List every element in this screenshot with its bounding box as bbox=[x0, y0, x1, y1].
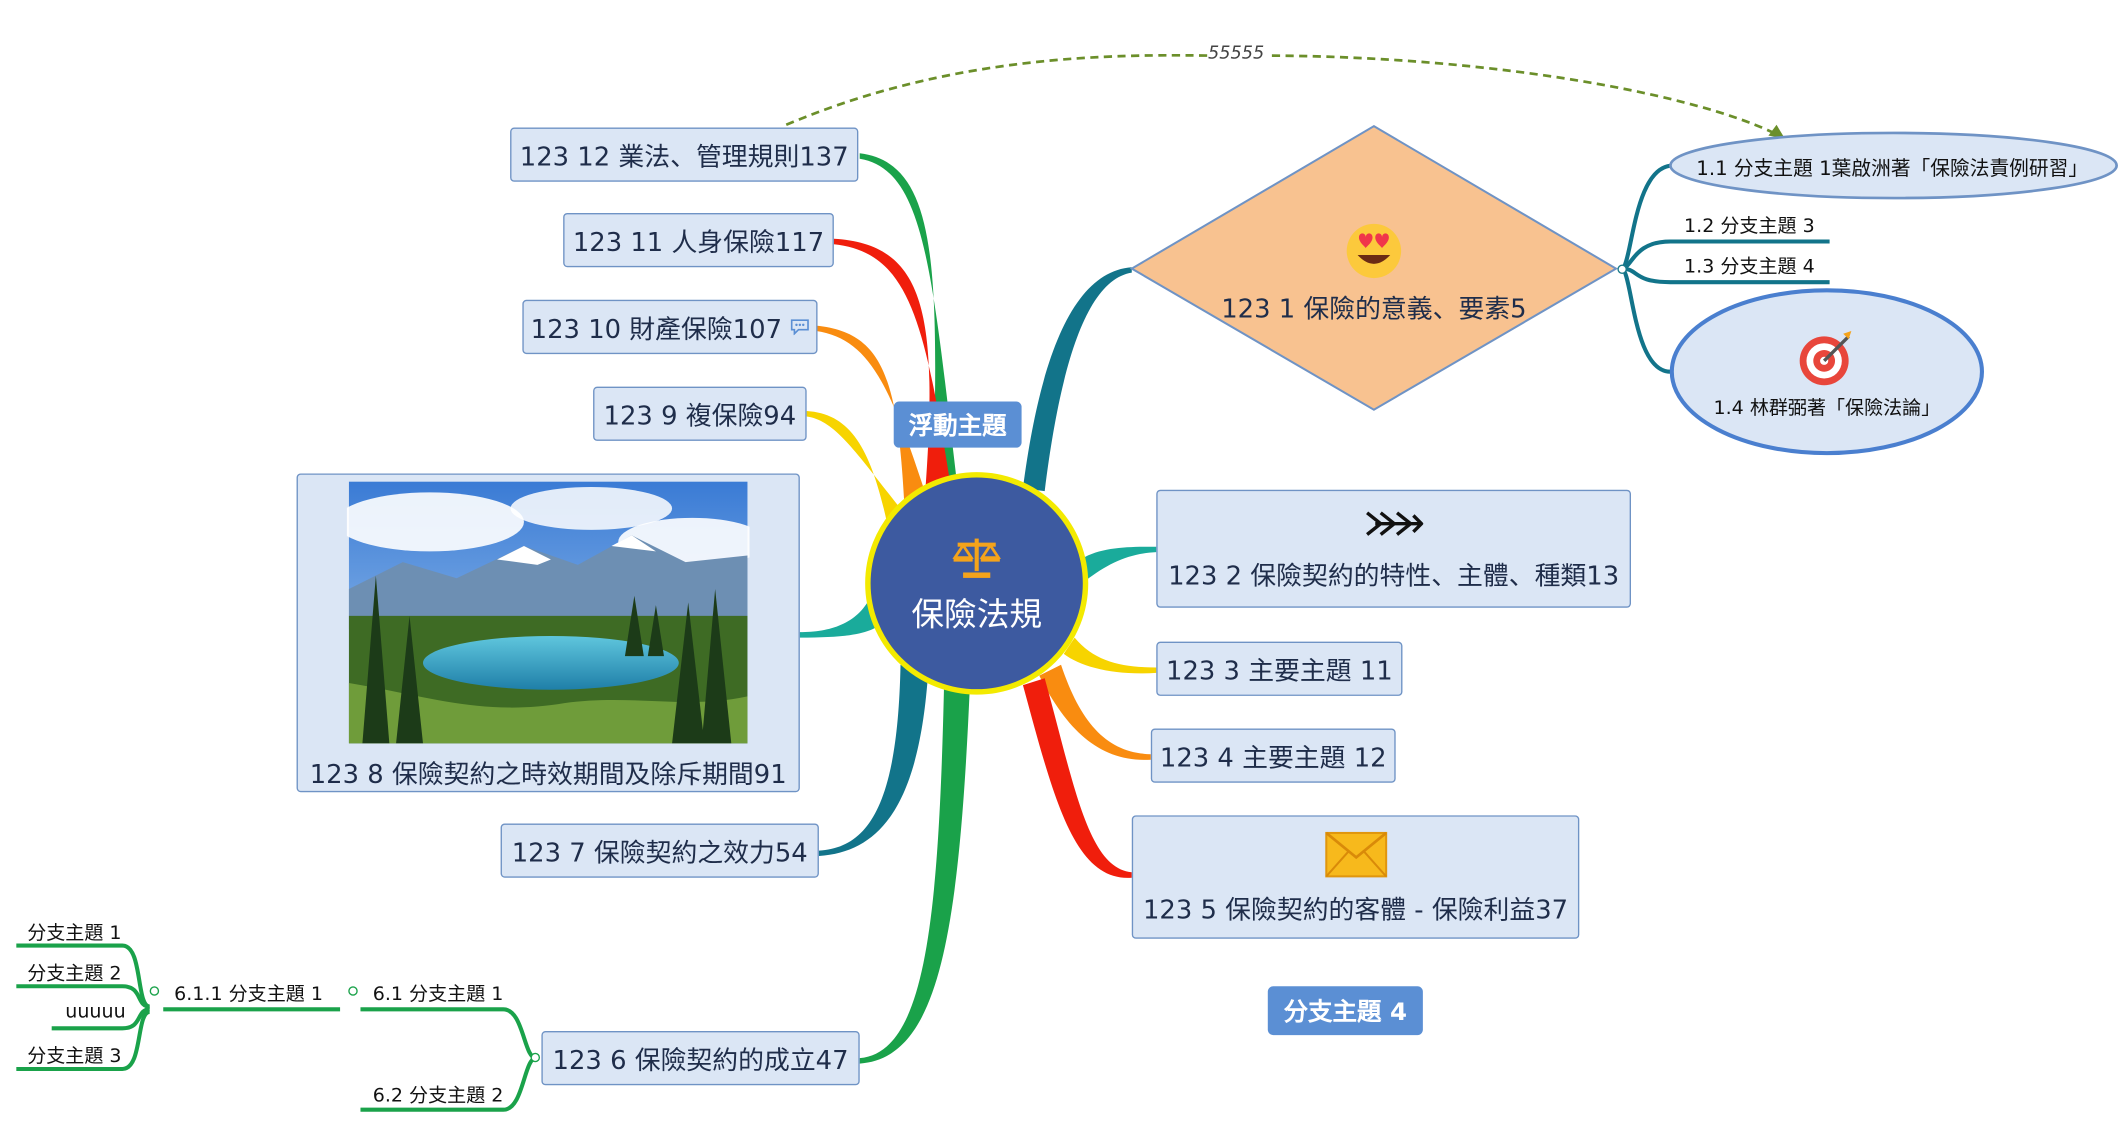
floating-topic-1[interactable]: 浮動主題 bbox=[893, 401, 1022, 448]
topic-12-label: 123 12 業法、管理規則137 bbox=[519, 141, 849, 172]
subtopic-6-1-1[interactable]: 6.1.1 分支主題 1 bbox=[174, 983, 323, 1006]
topic-6-label: 123 6 保險契約的成立47 bbox=[552, 1045, 849, 1076]
topic-1-label: 123 1 保險的意義、要素5 bbox=[1221, 293, 1527, 324]
sub-line-1-4 bbox=[1620, 266, 1671, 374]
topic-6[interactable]: 123 6 保險契約的成立47 bbox=[541, 1031, 860, 1086]
subtopic-1-4-label: 1.4 林群弼著「保險法論」 bbox=[1713, 397, 1941, 420]
subtopic-1-1[interactable]: 1.1 分支主題 1葉啟洲著「保險法責例研習」 bbox=[1696, 158, 2089, 181]
double-arrow-icon bbox=[1365, 511, 1423, 536]
leaf-topic-4[interactable]: 分支主題 3 bbox=[27, 1045, 122, 1068]
topic-9-label: 123 9 複保險94 bbox=[603, 400, 797, 431]
topic-1[interactable]: 123 1 保險的意義、要素5 bbox=[1197, 210, 1551, 332]
relationship-arrowhead bbox=[1768, 124, 1785, 139]
sub-line-leaf-4 bbox=[16, 1009, 151, 1072]
subtopic-1-2[interactable]: 1.2 分支主題 3 bbox=[1684, 215, 1815, 238]
branch-line-1 bbox=[1022, 267, 1132, 492]
sub-line-1-1 bbox=[1620, 163, 1674, 271]
branch-line-10 bbox=[816, 325, 931, 509]
branch-line-11 bbox=[833, 238, 953, 496]
envelope-icon bbox=[1324, 831, 1387, 878]
topic-12[interactable]: 123 12 業法、管理規則137 bbox=[510, 127, 859, 182]
collapse-toggle-topic-6[interactable] bbox=[530, 1052, 541, 1063]
branch-line-5 bbox=[1022, 678, 1132, 878]
branch-line-6 bbox=[859, 685, 970, 1064]
central-topic[interactable]: 保險法規 bbox=[865, 472, 1089, 695]
sub-line-leaf-2 bbox=[16, 984, 151, 1009]
relationship-label[interactable]: 55555 bbox=[1207, 43, 1265, 64]
topic-10[interactable]: 123 10 財產保險107 bbox=[522, 299, 818, 355]
branch-line-2 bbox=[1081, 546, 1157, 581]
subtopic-1-4[interactable]: 1.4 林群弼著「保險法論」 bbox=[1676, 323, 1978, 426]
topic-2-label: 123 2 保險契約的特性、主體、種類13 bbox=[1168, 561, 1620, 592]
sub-line-leaf-3 bbox=[51, 1007, 150, 1031]
mountain-lake-photo bbox=[346, 481, 750, 744]
target-icon bbox=[1799, 331, 1852, 386]
topic-5-label: 123 5 保險契約的客體 - 保險利益37 bbox=[1142, 895, 1569, 926]
subtopic-1-3[interactable]: 1.3 分支主題 4 bbox=[1684, 256, 1815, 279]
subtopic-6-2[interactable]: 6.2 分支主題 2 bbox=[372, 1085, 504, 1107]
scale-icon bbox=[952, 537, 1002, 578]
topic-11[interactable]: 123 11 人身保險117 bbox=[563, 212, 834, 268]
collapse-toggle-topic-1[interactable] bbox=[1617, 264, 1627, 275]
sub-line-6-1 bbox=[360, 1007, 537, 1061]
leaf-topic-2[interactable]: 分支主題 2 bbox=[27, 963, 122, 985]
relationship-curve[interactable] bbox=[785, 53, 1780, 137]
branch-line-7 bbox=[818, 664, 928, 857]
topic-7-label: 123 7 保險契約之效力54 bbox=[511, 837, 808, 868]
collapse-toggle-subtopic-6-1[interactable] bbox=[348, 986, 358, 996]
topic-3-label: 123 3 主要主題 11 bbox=[1166, 655, 1393, 686]
heart-eyes-emoji-icon bbox=[1346, 223, 1402, 278]
branch-line-3 bbox=[1063, 637, 1157, 674]
topic-5[interactable]: 123 5 保險契約的客體 - 保險利益37 bbox=[1131, 815, 1580, 939]
topic-4[interactable]: 123 4 主要主題 12 bbox=[1150, 728, 1396, 783]
branch-line-8 bbox=[799, 596, 885, 638]
comment-icon[interactable] bbox=[790, 319, 809, 336]
collapse-toggle-subtopic-6-1-1[interactable] bbox=[149, 986, 160, 996]
leaf-topic-3[interactable]: uuuuu bbox=[65, 1001, 126, 1023]
topic-11-label: 123 11 人身保險117 bbox=[572, 227, 825, 258]
subtopic-6-1[interactable]: 6.1 分支主題 1 bbox=[372, 983, 504, 1006]
central-title: 保險法規 bbox=[911, 594, 1042, 633]
topic-3[interactable]: 123 3 主要主題 11 bbox=[1156, 641, 1403, 696]
topic-8[interactable]: 123 8 保險契約之時效期間及除斥期間91 bbox=[296, 473, 800, 793]
branch-line-12 bbox=[859, 153, 958, 489]
leaf-topic-1[interactable]: 分支主題 1 bbox=[27, 922, 122, 945]
topic-4-label: 123 4 主要主題 12 bbox=[1159, 742, 1387, 773]
subtopic-1-1-ellipse[interactable] bbox=[1669, 131, 2118, 200]
topic-2[interactable]: 123 2 保險契約的特性、主體、種類13 bbox=[1156, 489, 1631, 608]
topic-7[interactable]: 123 7 保險契約之效力54 bbox=[500, 823, 819, 878]
branch-line-9 bbox=[806, 411, 912, 523]
topic-10-label: 123 10 財產保險107 bbox=[530, 314, 783, 344]
topic-8-label: 123 8 保險契約之時效期間及除斥期間91 bbox=[309, 759, 787, 790]
topic-9[interactable]: 123 9 複保險94 bbox=[593, 386, 807, 441]
branch-line-4 bbox=[1039, 664, 1151, 760]
floating-topic-2[interactable]: 分支主題 4 bbox=[1267, 986, 1423, 1036]
